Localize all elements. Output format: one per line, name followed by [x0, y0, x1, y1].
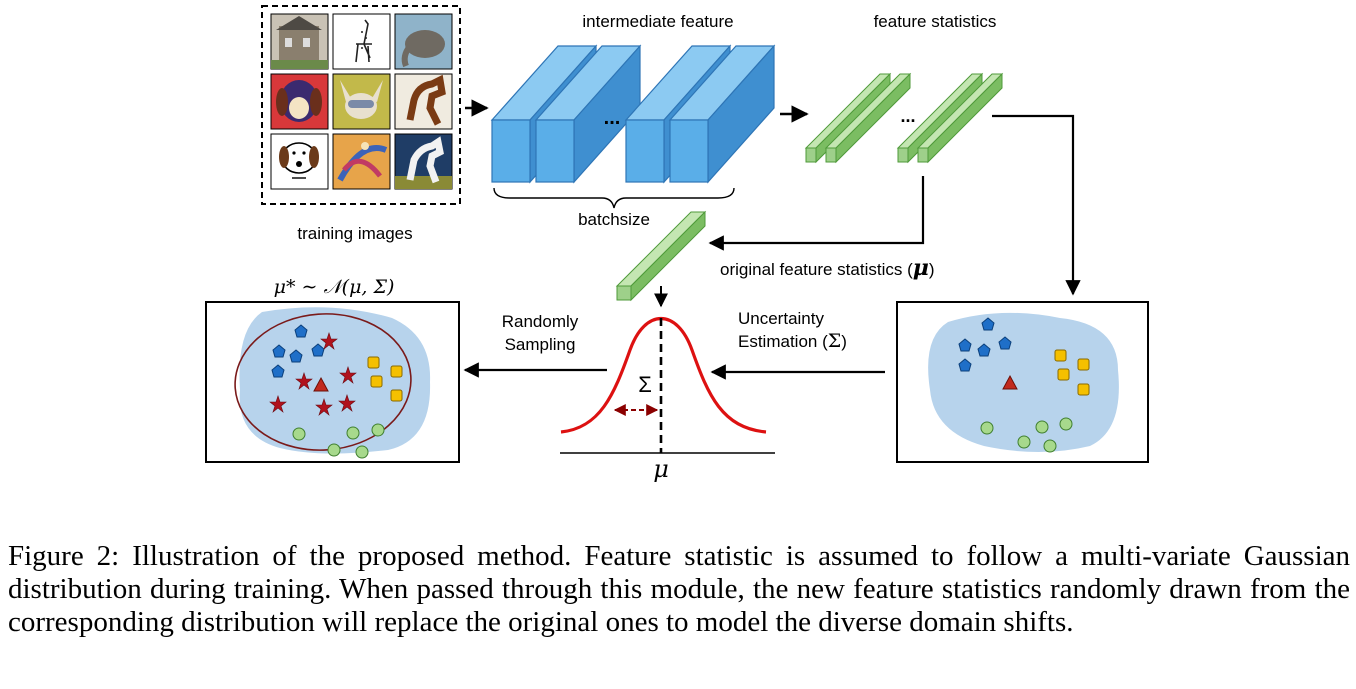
- original-stat-bar: [615, 210, 707, 302]
- sampled-panel: [205, 301, 460, 463]
- feature-block-4: [668, 44, 776, 184]
- arrow-statistics-to-distribution: [992, 114, 1081, 296]
- sampled-stars: [269, 332, 357, 416]
- elephant-image: [394, 13, 453, 70]
- batchsize-label: batchsize: [578, 210, 650, 229]
- method-illustration: training images ... intermediate fe: [205, 5, 1149, 483]
- chihuahua-cartoon-image: [332, 73, 391, 130]
- stat-bar-2: [824, 72, 912, 164]
- cartoon-dog-image: [270, 133, 329, 190]
- randomly-sampling-line2: Sampling: [505, 335, 576, 354]
- giraffe-sketch-image: [332, 13, 391, 70]
- uncertainty-label-line1: Uncertainty: [738, 309, 824, 328]
- feature-statistics-bars: [804, 72, 1004, 164]
- panel-pentagons: [958, 317, 1012, 372]
- caption-label: Figure 2:: [8, 540, 120, 572]
- randomly-sampling-line1: Randomly: [502, 312, 579, 331]
- white-horse-image: [394, 133, 453, 190]
- intermediate-feature-label: intermediate feature: [582, 12, 733, 31]
- gaussian-curve: [560, 316, 767, 434]
- feature-statistics-label: feature statistics: [874, 12, 997, 31]
- original-feature-statistics-label: original feature statistics (μ): [720, 255, 935, 281]
- figure-caption: Figure 2: Illustration of the proposed m…: [8, 540, 1350, 639]
- stat-bar-4: [916, 72, 1004, 164]
- sampled-squares: [367, 356, 403, 402]
- training-images-label: training images: [297, 224, 412, 243]
- panel-squares: [1054, 349, 1090, 396]
- panel-triangle: [1002, 374, 1018, 390]
- sampled-triangle: [313, 376, 329, 392]
- mu-symbol: μ: [653, 455, 669, 483]
- batchsize-brace: [493, 187, 735, 209]
- horse-image: [394, 73, 453, 130]
- uncertainty-panel: [896, 301, 1149, 463]
- dancer-painting-image: [332, 133, 391, 190]
- arrow-original-statistics: [708, 176, 925, 251]
- caption-text: Illustration of the proposed method. Fea…: [8, 540, 1351, 638]
- panel-circles: [980, 417, 1073, 453]
- feature-ellipsis: ...: [604, 107, 621, 129]
- statistics-ellipsis: ...: [900, 106, 915, 126]
- sampled-formula: μ* ∼ 𝒩(μ, Σ): [274, 276, 395, 298]
- intermediate-feature-blocks: [490, 44, 776, 184]
- sampled-pentagons: [271, 324, 325, 378]
- gaussian-distribution: Σ μ: [560, 316, 775, 483]
- dog-painting-image: [270, 73, 329, 130]
- sigma-symbol: Σ: [638, 372, 652, 397]
- sampled-circles: [292, 423, 385, 459]
- uncertainty-label-line2: Estimation (Σ): [738, 330, 847, 352]
- training-images-grid: [261, 5, 461, 205]
- house-image: [270, 13, 329, 70]
- feature-block-2: [534, 44, 642, 184]
